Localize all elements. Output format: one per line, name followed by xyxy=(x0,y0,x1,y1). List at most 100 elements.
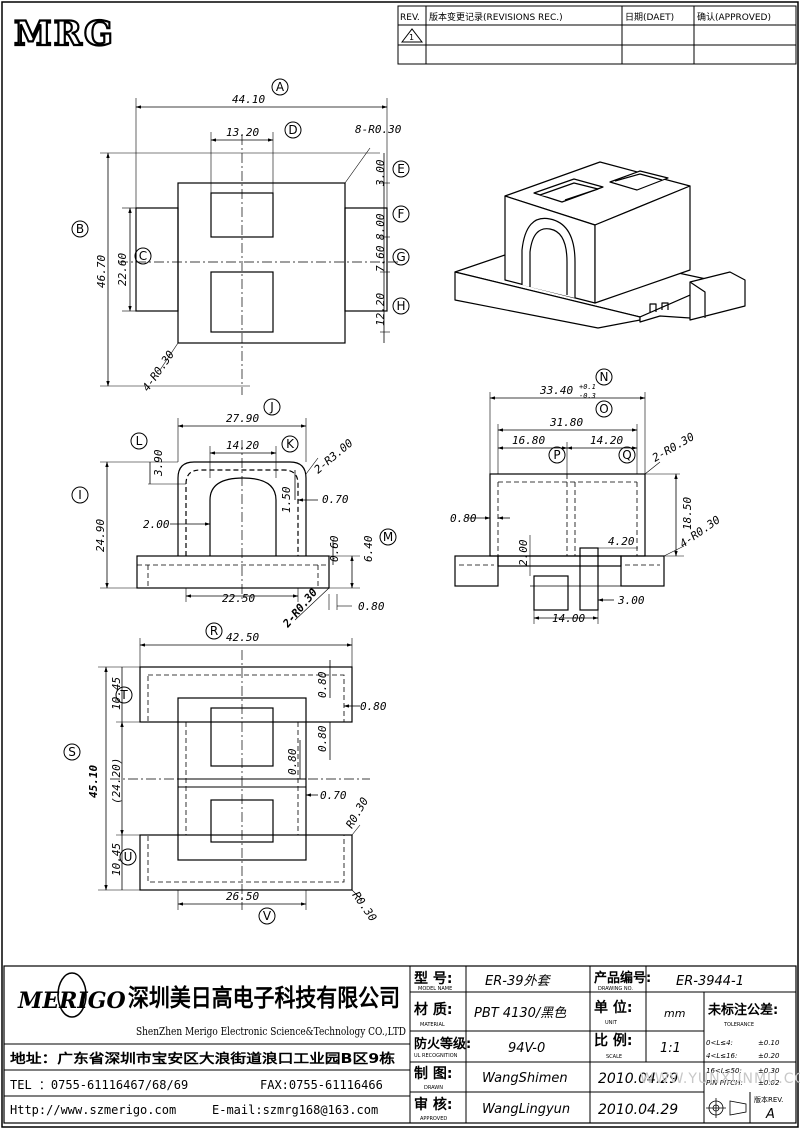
bottom-view-dims: 42.50 10.45 45.10 (24.20) 10.45 26.50 0.… xyxy=(87,631,387,924)
dim-r: 42.50 xyxy=(226,631,259,644)
approved-sub: APPROVED xyxy=(420,1116,447,1122)
company-name-en: ShenZhen Merigo Electronic Science&Techn… xyxy=(136,1025,406,1038)
tol2-range: 4<L≤16: xyxy=(706,1052,737,1060)
callout-v: V xyxy=(263,909,272,923)
dim-s: 45.10 xyxy=(87,765,100,798)
callout-j: J xyxy=(269,400,274,414)
dim-k3: 0.70 xyxy=(322,493,349,506)
dim-k2: 1.50 xyxy=(280,486,293,513)
material-value: PBT 4130/黑色 xyxy=(474,1006,567,1021)
model-sub: MODEL NAME xyxy=(418,986,452,992)
unit-value: mm xyxy=(664,1007,685,1020)
side-view-dims: 33.40 +0.1 -0.3 31.80 16.80 14.20 2-R0.3… xyxy=(450,383,723,625)
header: MRG REV. 版本变更记录(REVISIONS REC.) 日期(DAET)… xyxy=(13,5,797,65)
callout-d: D xyxy=(288,123,297,137)
tol4-val: ±0.02 xyxy=(758,1079,780,1087)
dim-r1: 8-R0.30 xyxy=(355,123,402,136)
drawn-by: WangShimen xyxy=(482,1071,568,1086)
dim-n-tol-up: +0.1 xyxy=(579,383,596,391)
isometric-view xyxy=(454,161,746,329)
company-logo: MERIGO xyxy=(17,988,126,1014)
merigo-logo-icon xyxy=(57,972,87,1018)
dim-b: 46.70 xyxy=(95,255,108,288)
dim-b2: 0.80 xyxy=(358,600,385,613)
scale-value: 1:1 xyxy=(660,1041,681,1056)
callouts: A D E F G H B C J K L I M N O P Q R T S … xyxy=(63,78,636,925)
dim-n: 33.40 xyxy=(539,384,573,397)
callout-r: R xyxy=(210,624,218,638)
tol4-range: PIN PITCH: xyxy=(706,1079,743,1087)
bottom-view xyxy=(98,638,370,910)
callout-p: P xyxy=(553,448,560,462)
callout-m: M xyxy=(383,530,393,544)
drawing-no-value: ER-3944-1 xyxy=(676,974,744,989)
callout-s: S xyxy=(68,745,76,759)
callout-a: A xyxy=(276,80,285,94)
drawn-sub: DRAWN xyxy=(424,1085,443,1091)
dim-m1: 0.60 xyxy=(328,535,341,562)
callout-h: H xyxy=(396,299,405,313)
top-view-body xyxy=(177,182,346,344)
tolerance-label: 未标注公差: xyxy=(707,1002,778,1018)
approved-label: 审 核: xyxy=(414,1096,452,1113)
ul-sub: UL RECOGNITION xyxy=(414,1053,458,1059)
dim-t: 10.45 xyxy=(110,677,123,710)
dim-d: 13.20 xyxy=(226,126,259,139)
dim-u: 10.45 xyxy=(110,843,123,876)
dim-e: 3.00 xyxy=(374,159,387,187)
callout-u: U xyxy=(124,850,133,864)
dim-h: 12.20 xyxy=(374,293,387,326)
callout-n: N xyxy=(600,370,609,384)
unit-label: 单 位: xyxy=(594,999,632,1016)
tol3-val: ±0.30 xyxy=(758,1067,780,1075)
dim-o: 31.80 xyxy=(549,416,583,429)
dim-q: 14.20 xyxy=(590,434,623,447)
dim-c1: 2.00 xyxy=(517,539,530,566)
dim-side-r1: 2-R0.30 xyxy=(650,430,697,465)
material-label: 材 质: xyxy=(414,1001,452,1018)
company-address: 地址：广东省深圳市宝安区大浪街道浪口工业园B区9栋 xyxy=(10,1051,395,1067)
callout-b: B xyxy=(76,222,84,236)
dim-front-r2: 2-R0.30 xyxy=(280,586,321,631)
dim-s2: (24.20) xyxy=(110,758,123,804)
ul-label: 防火等级: xyxy=(414,1036,471,1052)
dim-c3: 3.00 xyxy=(617,594,645,607)
dim-bottom-r1: R0.30 xyxy=(343,795,371,831)
model-label: 型 号: xyxy=(414,970,452,987)
dim-d5: 0.70 xyxy=(320,789,347,802)
callout-l: L xyxy=(136,434,143,448)
rev-mark: 1 xyxy=(409,33,414,42)
unit-sub: UNIT xyxy=(605,1020,618,1026)
title-block: MERIGO 深圳美日高电子科技有限公司 ShenZhen Merigo Ele… xyxy=(3,965,800,1124)
drawing-no-sub: DRAWING NO. xyxy=(598,986,633,992)
company-fax: FAX:0755-61116466 xyxy=(260,1078,383,1092)
approved-by: WangLingyun xyxy=(482,1102,570,1117)
top-view-dims: 44.10 13.20 8-R0.30 3.00 8.00 7.60 12.20… xyxy=(95,93,402,394)
drawing-no-label: 产品编号: xyxy=(594,970,651,986)
dim-b1: 22.50 xyxy=(222,592,255,605)
material-sub: MATERIAL xyxy=(420,1022,445,1028)
dim-g: 7.60 xyxy=(374,245,387,272)
dim-l: 3.90 xyxy=(152,449,165,477)
dim-n-tol-dn: -0.3 xyxy=(579,392,596,400)
revision-triangle-icon xyxy=(400,28,424,43)
callout-o: O xyxy=(599,402,608,416)
model-value: ER-39外套 xyxy=(485,974,551,989)
dim-j: 27.90 xyxy=(226,412,259,425)
watermark: WWW.YUNXUNMU.COM xyxy=(640,1071,800,1087)
dim-d2: 0.80 xyxy=(360,700,387,713)
rev-label: 版本REV. xyxy=(754,1095,783,1104)
dim-c2: 4.20 xyxy=(608,535,635,548)
scale-sub: SCALE xyxy=(606,1054,622,1060)
approved-col-header: 确认(APPROVED) xyxy=(697,11,771,23)
dim-d1: 0.80 xyxy=(316,671,329,698)
dim-v: 26.50 xyxy=(226,890,259,903)
approved-date: 2010.04.29 xyxy=(598,1102,678,1118)
dim-f: 8.00 xyxy=(374,213,387,240)
callout-k: K xyxy=(286,437,295,451)
callout-t: T xyxy=(119,688,128,702)
dim-i: 24.90 xyxy=(94,519,107,552)
dim-bottom-r2: R0.30 xyxy=(350,889,380,924)
